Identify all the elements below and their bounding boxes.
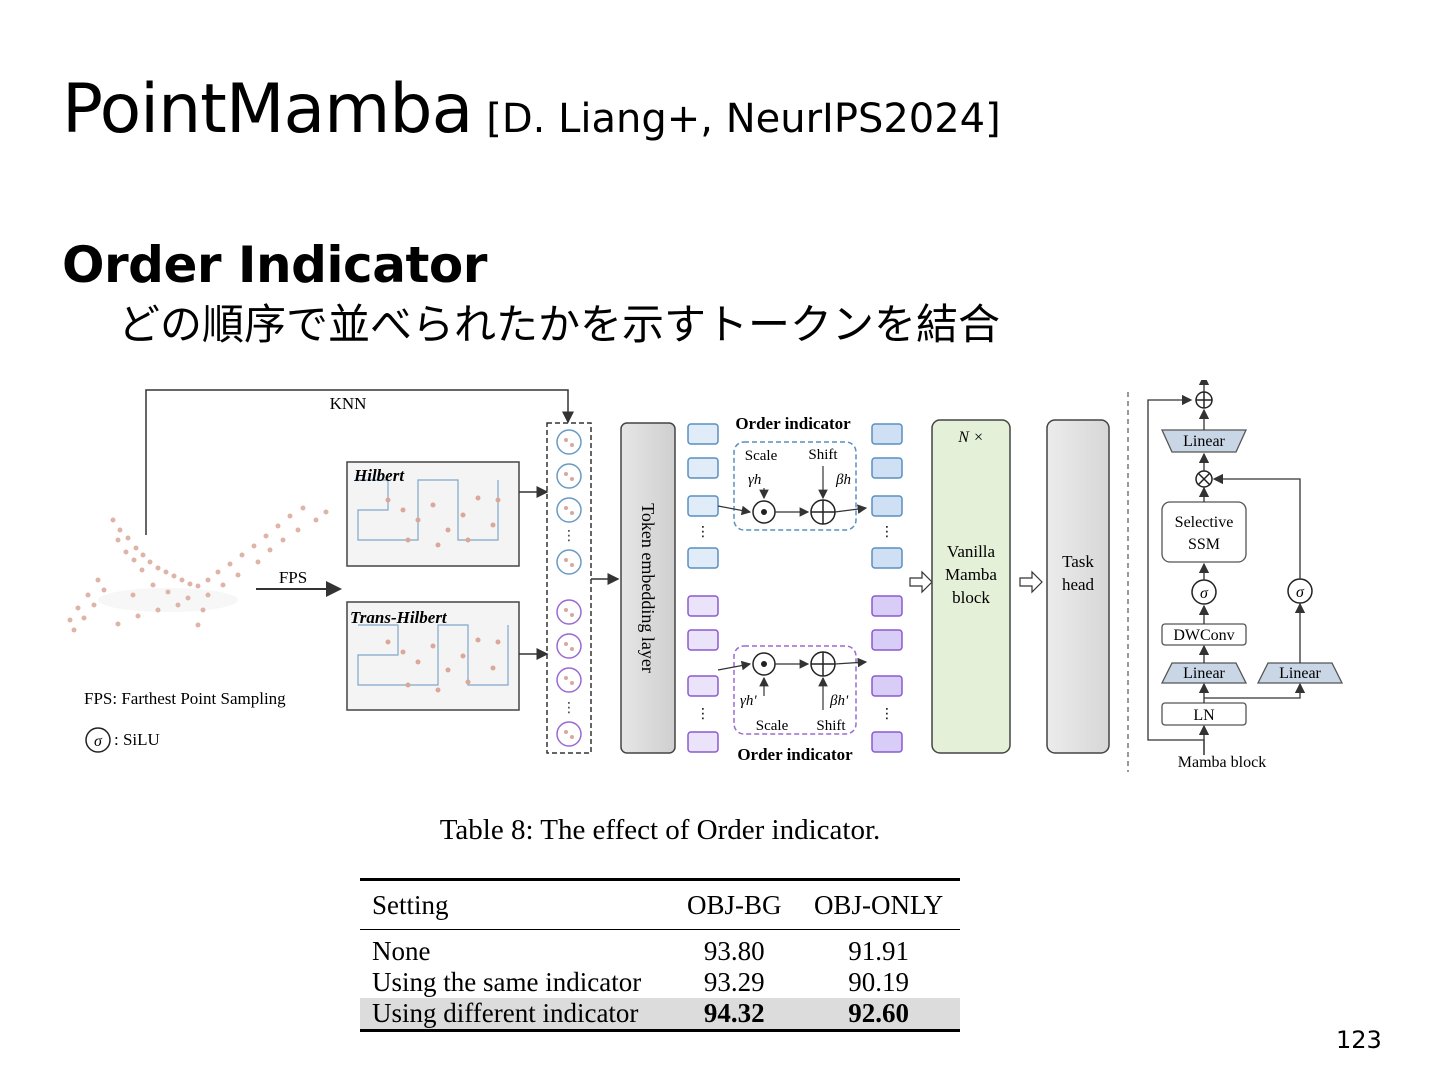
task-head bbox=[1046, 419, 1110, 754]
section-subheading: どの順序で並べられたかを示すトークンを結合 bbox=[118, 300, 1001, 349]
silu-legend: : SiLU bbox=[114, 730, 160, 749]
linear-left-box bbox=[1160, 662, 1248, 684]
svg-text:⋮: ⋮ bbox=[562, 528, 576, 544]
knn-label: KNN bbox=[330, 394, 367, 413]
table-header-row: Setting OBJ-BG OBJ-ONLY bbox=[360, 878, 960, 930]
cell-obj-bg: 93.29 bbox=[703, 967, 765, 997]
order-indicator-top: Order indicator Scale Shift γh βh bbox=[717, 414, 868, 531]
mamba-block-detail: LN Linear Linear DWConv σ Selective SSM … bbox=[1147, 380, 1344, 771]
linear-top-box bbox=[1160, 429, 1248, 453]
svg-text:⋮: ⋮ bbox=[562, 700, 576, 716]
linear-top-label: Linear bbox=[1183, 433, 1225, 450]
page-number: 123 bbox=[1336, 1026, 1382, 1054]
table-row: None 93.80 91.91 bbox=[360, 930, 960, 968]
header-obj-bg: OBJ-BG bbox=[671, 878, 798, 930]
selective-label-2: SSM bbox=[1188, 536, 1220, 553]
mamba-block-label: Mamba block bbox=[1178, 754, 1266, 771]
sigma-left: σ bbox=[1200, 585, 1209, 602]
order-indicator-bottom-label: Order indicator bbox=[737, 745, 853, 764]
hilbert-label: Hilbert bbox=[353, 466, 405, 485]
task-head-label-2: head bbox=[1062, 575, 1095, 594]
cell-obj-bg: 93.80 bbox=[703, 936, 765, 966]
table-row: Using the same indicator 93.29 90.19 bbox=[360, 967, 960, 998]
cell-setting: None bbox=[372, 936, 431, 966]
patch-column: ⋮ ⋮ bbox=[546, 422, 592, 754]
shift-label-bottom: Shift bbox=[816, 718, 846, 734]
table-row-highlighted: Using different indicator 94.32 92.60 bbox=[360, 998, 960, 1032]
svg-text:⋮: ⋮ bbox=[880, 524, 894, 540]
trans-hilbert-label: Trans-Hilbert bbox=[350, 608, 448, 627]
cell-setting: Using the same indicator bbox=[372, 967, 642, 997]
vanilla-label-2: Mamba bbox=[945, 565, 997, 584]
fps-label: FPS bbox=[279, 568, 307, 587]
hilbert-panel: Hilbert bbox=[346, 461, 520, 567]
scale-label-bottom: Scale bbox=[756, 718, 789, 734]
title-citation: [D. Liang+, NeurIPS2024] bbox=[486, 96, 1001, 142]
cell-obj-bg: 94.32 bbox=[671, 998, 798, 1032]
sigma-right: σ bbox=[1296, 584, 1305, 601]
header-obj-only: OBJ-ONLY bbox=[797, 878, 960, 930]
linear-right-box bbox=[1256, 662, 1344, 684]
cell-obj-only: 91.91 bbox=[848, 936, 909, 966]
n-times-label: N × bbox=[957, 429, 983, 446]
selective-ssm-box bbox=[1161, 501, 1247, 563]
scale-label-top: Scale bbox=[745, 448, 778, 464]
shift-label-top: Shift bbox=[808, 447, 838, 463]
cell-obj-only: 90.19 bbox=[848, 967, 909, 997]
token-embedding-layer bbox=[620, 422, 676, 754]
beta-top: βh bbox=[835, 472, 851, 488]
linear-right-label: Linear bbox=[1279, 665, 1321, 682]
token-embedding-label: Token embedding layer bbox=[638, 503, 658, 673]
silu-legend-icon bbox=[85, 727, 111, 753]
token-column-left: ⋮ ⋮ bbox=[687, 423, 719, 753]
gamma-bottom: γh' bbox=[740, 693, 757, 709]
architecture-diagram: KNN FPS Hilbert Trans-Hilbert FPS: Farth… bbox=[67, 380, 1344, 772]
dwconv-label: DWConv bbox=[1173, 627, 1234, 644]
fps-legend: FPS: Farthest Point Sampling bbox=[84, 689, 286, 708]
ln-label: LN bbox=[1193, 707, 1215, 724]
point-cloud-image bbox=[67, 505, 329, 633]
order-indicator-bottom: γh' βh' Scale Shift Order indicator bbox=[717, 645, 868, 764]
section-heading: Order Indicator bbox=[62, 236, 487, 294]
vanilla-label-1: Vanilla bbox=[947, 542, 996, 561]
slide-title: PointMamba[D. Liang+, NeurIPS2024] bbox=[62, 76, 1001, 144]
selective-label-1: Selective bbox=[1175, 514, 1234, 531]
results-table: Setting OBJ-BG OBJ-ONLY None 93.80 91.91… bbox=[360, 878, 960, 1032]
token-column-right: ⋮ ⋮ bbox=[871, 423, 903, 753]
vanilla-mamba-block bbox=[931, 419, 1011, 754]
svg-text:⋮: ⋮ bbox=[696, 706, 710, 722]
svg-text:⋮: ⋮ bbox=[696, 524, 710, 540]
gamma-top: γh bbox=[748, 472, 761, 488]
order-indicator-top-label: Order indicator bbox=[735, 414, 851, 433]
title-main: PointMamba bbox=[62, 70, 473, 149]
linear-left-label: Linear bbox=[1183, 665, 1225, 682]
beta-bottom: βh' bbox=[829, 693, 849, 709]
table-caption: Table 8: The effect of Order indicator. bbox=[439, 814, 881, 846]
header-setting: Setting bbox=[360, 878, 672, 930]
cell-setting: Using different indicator bbox=[360, 998, 672, 1032]
silu-legend-sigma: σ bbox=[94, 733, 103, 750]
vanilla-label-3: block bbox=[952, 588, 990, 607]
trans-hilbert-panel: Trans-Hilbert bbox=[346, 601, 520, 711]
task-head-label-1: Task bbox=[1062, 552, 1094, 571]
svg-text:⋮: ⋮ bbox=[880, 706, 894, 722]
cell-obj-only: 92.60 bbox=[797, 998, 960, 1032]
